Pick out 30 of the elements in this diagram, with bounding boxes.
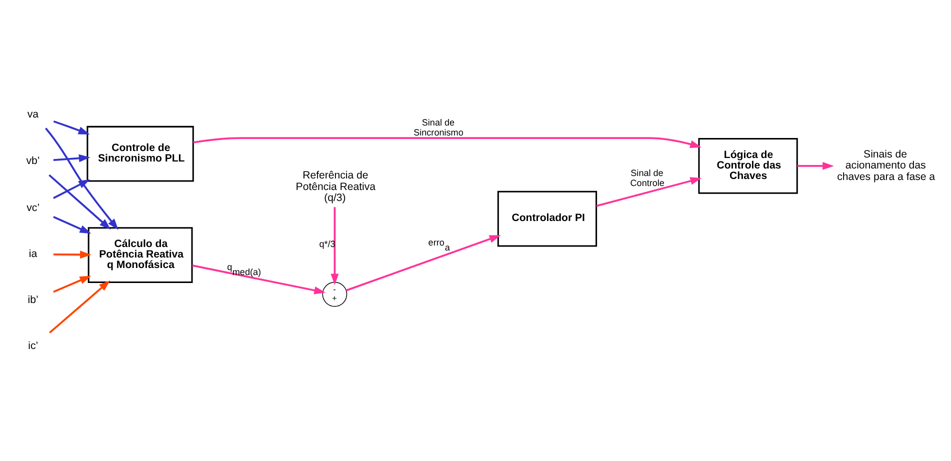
arrow [53, 216, 92, 234]
arrow [53, 250, 92, 259]
arrow [48, 174, 111, 230]
node-text: ic’ [28, 340, 38, 352]
arrow [53, 120, 90, 134]
arrow [596, 177, 702, 207]
arrow [797, 162, 834, 170]
arrow [53, 276, 92, 293]
node-box: Cálculo da Potência Reativa q Monofásica [88, 227, 193, 283]
arrow [45, 128, 118, 230]
node-text: Sinais de acionamento das chaves para a fase a [837, 148, 936, 184]
node-text: Referência de Potência Reativa (q/3) [296, 170, 376, 204]
node-circle: - + [322, 282, 348, 307]
edge-label: Sinal de Controle [630, 168, 664, 188]
node-text: ia [28, 248, 38, 260]
node-box: Lógica de Controle das Chaves [698, 138, 798, 194]
node-box: Controle de Sincronismo PLL [86, 126, 194, 182]
node-text: va [27, 108, 39, 120]
node-text: vb’ [26, 155, 40, 168]
node-text: vc’ [26, 202, 40, 214]
edge-label: Sinal de Sincronismo [414, 118, 464, 138]
arrow [330, 207, 339, 286]
node-box: Controlador PI [497, 190, 598, 247]
arrow [53, 154, 90, 162]
arrow [192, 264, 326, 294]
arrow [346, 235, 501, 292]
node-text: ib’ [28, 294, 38, 306]
arrow [53, 179, 90, 199]
arrow [193, 137, 702, 148]
arrow [49, 280, 110, 334]
